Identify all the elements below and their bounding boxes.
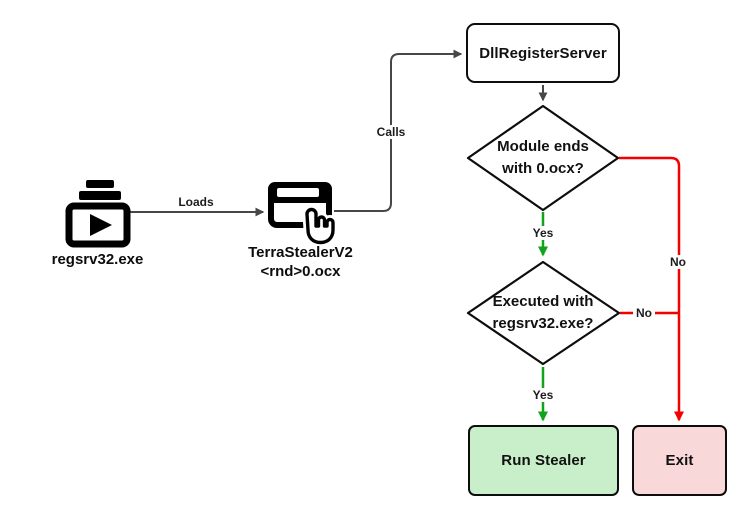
- edge-label-no2: No: [633, 306, 655, 320]
- exit-node: Exit: [632, 425, 727, 496]
- decision1-diamond: [466, 104, 620, 212]
- decision2-diamond: [466, 260, 621, 366]
- edge-label-yes2: Yes: [529, 388, 557, 402]
- edge-label-yes1: Yes: [529, 226, 557, 240]
- dllregisterserver-node: DllRegisterServer: [466, 23, 620, 83]
- decision1-label: Module ends with 0.ocx?: [497, 138, 589, 177]
- executable-play-stack-icon: [65, 180, 131, 248]
- exit-label: Exit: [665, 452, 694, 469]
- run-stealer-node: Run Stealer: [468, 425, 619, 496]
- edge-no1: [619, 156, 684, 422]
- dllregisterserver-label: DllRegisterServer: [479, 44, 607, 62]
- regsrv32-caption: regsrv32.exe: [51, 251, 144, 268]
- tap-hand-icon: [302, 205, 338, 247]
- edge-label-calls: Calls: [373, 125, 409, 139]
- run-stealer-label: Run Stealer: [501, 452, 586, 469]
- edge-label-no1: No: [667, 255, 689, 269]
- clicked-module-hand-icon: [268, 182, 338, 247]
- edge-label-loads: Loads: [175, 195, 217, 209]
- terrastealer-caption: TerraStealerV2 <rnd>0.ocx: [248, 244, 353, 280]
- decision2-label: Executed with regsrv32.exe?: [492, 293, 594, 332]
